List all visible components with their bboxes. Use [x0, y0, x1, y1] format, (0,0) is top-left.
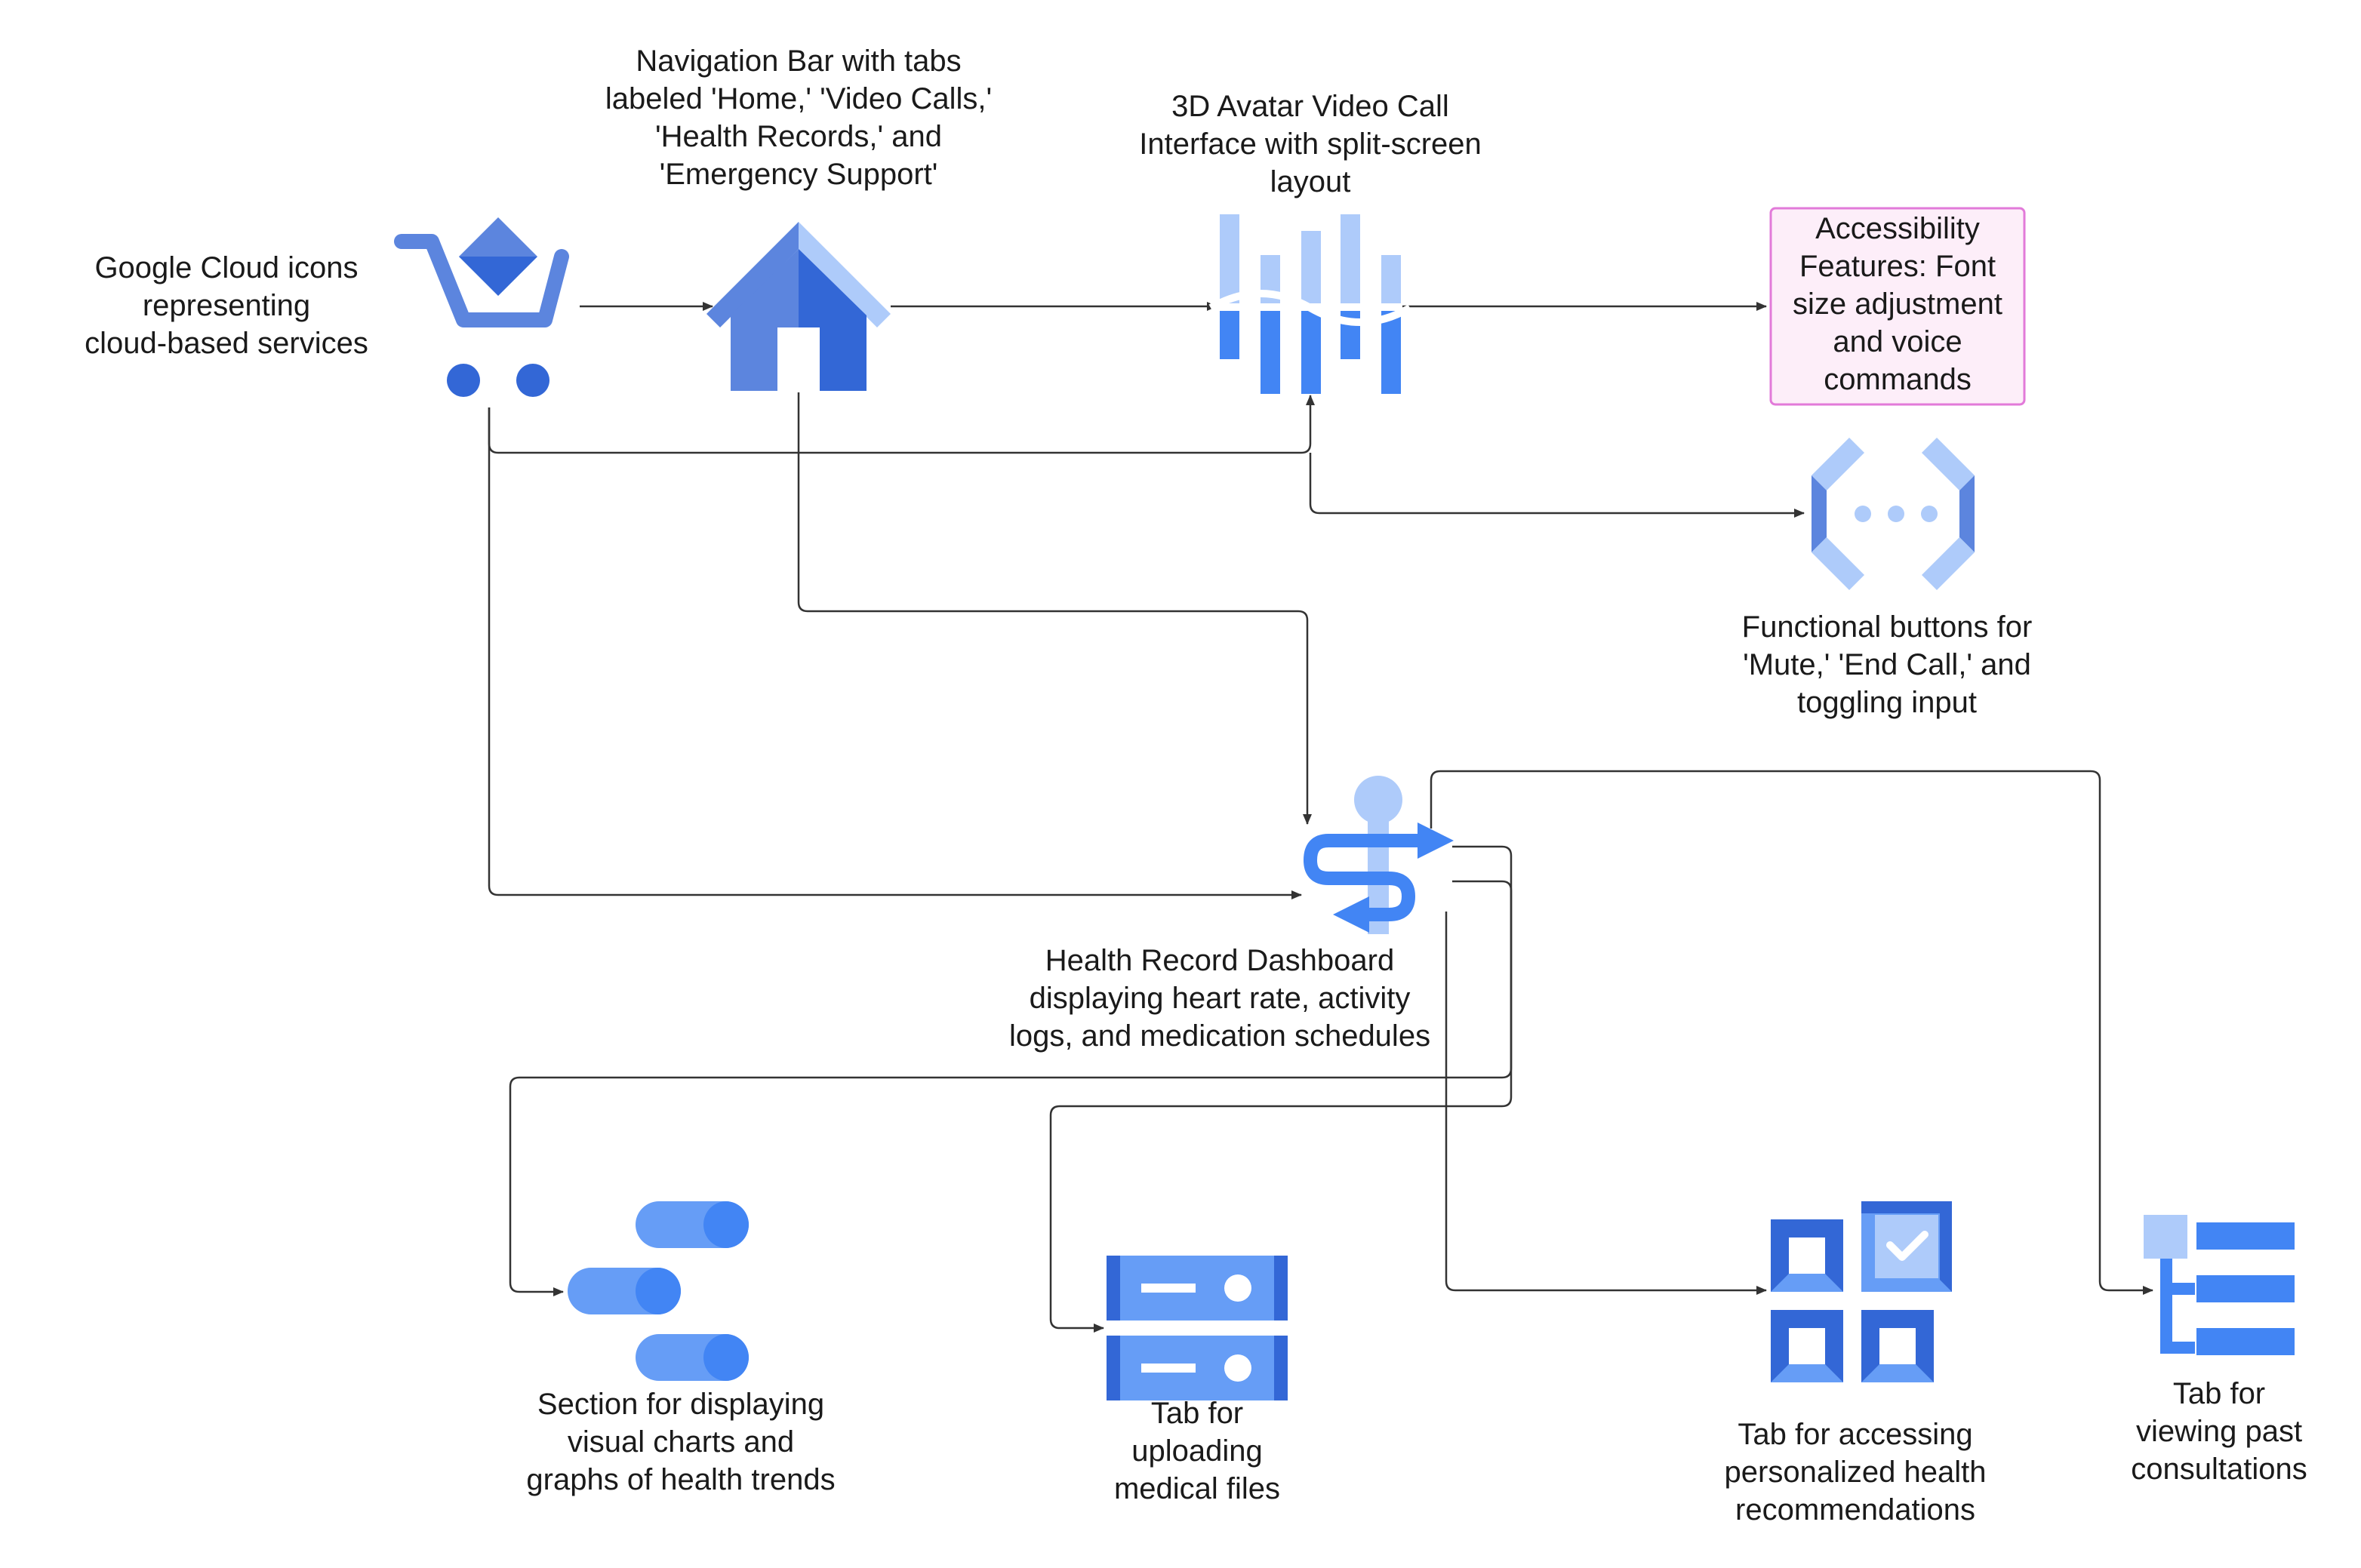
edge-videocall-to-buttons	[1309, 453, 1805, 518]
edge-cloud-to-videocall	[488, 395, 1315, 454]
dashboard-label-line: logs, and medication schedules	[1009, 1019, 1430, 1053]
shopping-cart-icon	[394, 217, 569, 397]
consultations-label-line: consultations	[2131, 1453, 2307, 1486]
accessibility-label-line: Features: Font	[1799, 250, 1996, 283]
videocall-label-line: layout	[1270, 165, 1351, 198]
charts-label-line: visual charts and	[568, 1425, 794, 1459]
charts-label: Section for displaying visual charts and g…	[526, 1388, 835, 1496]
edge-dashboard-to-recommendations	[1445, 912, 1767, 1295]
edge-dashboard-to-uploads	[1049, 880, 1513, 1333]
edge-dashboard-to-charts	[509, 845, 1513, 1296]
charts-label-line: graphs of health trends	[526, 1463, 835, 1496]
uploads-label-line: Tab for	[1151, 1397, 1243, 1430]
consultations-label: Tab for viewing past consultations	[2131, 1377, 2307, 1486]
buttons-label-line: 'Mute,' 'End Call,' and	[1743, 648, 2031, 681]
home-icon	[706, 222, 891, 391]
accessibility-label-line: size adjustment	[1793, 287, 2002, 321]
waveform-icon	[1208, 214, 1412, 394]
cloud-label-line: representing	[143, 289, 310, 322]
uploads-label: Tab for uploading medical files	[1114, 1397, 1280, 1505]
checklist-grid-icon	[1771, 1201, 1952, 1382]
accessibility-label-line: and voice	[1833, 325, 1962, 358]
storage-server-icon	[1107, 1256, 1288, 1400]
uploads-label-line: medical files	[1114, 1472, 1280, 1505]
navbar-label-line: 'Emergency Support'	[660, 158, 938, 191]
recommendations-label-line: recommendations	[1735, 1493, 1975, 1526]
consultations-label-line: Tab for	[2173, 1377, 2265, 1410]
recommendations-label-line: Tab for accessing	[1738, 1418, 1972, 1451]
tree-list-icon	[2144, 1215, 2295, 1355]
uploads-label-line: uploading	[1131, 1434, 1263, 1468]
consultations-label-line: viewing past	[2136, 1415, 2302, 1448]
accessibility-label-line: commands	[1824, 363, 1972, 396]
accessibility-label-line: Accessibility	[1815, 212, 1980, 245]
recommendations-label-line: personalized health	[1725, 1456, 1987, 1489]
healthcare-caduceus-icon	[1303, 776, 1454, 934]
buttons-label: Functional buttons for 'Mute,' 'End Call,…	[1742, 610, 2033, 719]
cloud-label-line: cloud-based services	[85, 327, 368, 360]
dashboard-label: Health Record Dashboard displaying heart …	[1009, 944, 1430, 1053]
edge-navbar-to-dashboard	[797, 392, 1312, 825]
videocall-label-line: Interface with split-screen	[1139, 128, 1482, 161]
cloud-label-line: Google Cloud icons	[94, 251, 358, 284]
edge-dashboard-to-consultations	[1430, 770, 2153, 1295]
dashboard-label-line: Health Record Dashboard	[1045, 944, 1394, 977]
videocall-label-line: 3D Avatar Video Call	[1171, 90, 1449, 123]
buttons-label-line: Functional buttons for	[1742, 610, 2033, 644]
accessibility-box	[1769, 207, 2026, 406]
dashboard-label-line: displaying heart rate, activity	[1030, 982, 1411, 1015]
api-brackets-icon	[1812, 438, 1975, 590]
navbar-label-line: 'Health Records,' and	[655, 120, 942, 153]
recommendations-label: Tab for accessing personalized health reco…	[1725, 1418, 1987, 1526]
pipeline-cylinders-icon	[568, 1201, 749, 1381]
edge-cloud-to-dashboard	[488, 407, 1302, 899]
navbar-label-line: Navigation Bar with tabs	[636, 45, 961, 78]
cloud-label: Google Cloud icons representing cloud-base…	[85, 251, 368, 360]
navbar-label-line: labeled 'Home,' 'Video Calls,'	[605, 82, 992, 115]
charts-label-line: Section for displaying	[537, 1388, 824, 1421]
navbar-label: Navigation Bar with tabs labeled 'Home,' …	[605, 45, 992, 191]
buttons-label-line: toggling input	[1797, 686, 1977, 719]
